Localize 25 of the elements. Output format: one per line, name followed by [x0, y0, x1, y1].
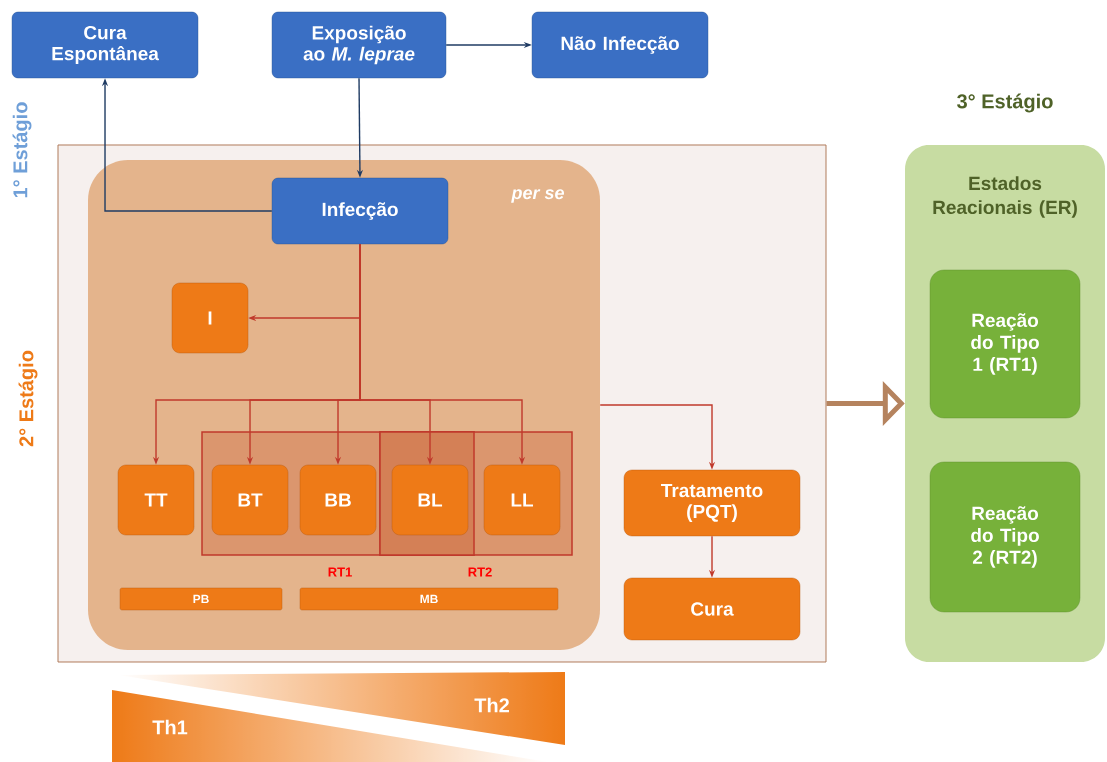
reaction-box: Reação do Tipo 1 (RT1)	[929, 269, 1081, 419]
process-box: Cura	[623, 577, 801, 641]
process-box: BL	[391, 464, 469, 536]
region-label: per se	[511, 189, 564, 203]
th-label: Th2	[474, 697, 509, 713]
process-box: TT	[117, 464, 195, 536]
process-box: Exposição ao M. leprae	[271, 11, 447, 79]
stage-heading: 2° Estágio	[18, 350, 38, 447]
th-label: Th1	[152, 719, 188, 735]
process-box: Não Infecção	[531, 11, 709, 79]
stage-heading: 1° Estágio	[12, 102, 32, 198]
process-box: BT	[211, 464, 289, 536]
stage-heading: 3° Estágio	[957, 93, 1053, 113]
class-bar: MB	[299, 587, 559, 611]
process-box: Tratamento (PQT)	[623, 469, 801, 537]
process-box: Cura Espontânea	[11, 11, 199, 79]
process-box: Infecção	[271, 177, 449, 245]
process-box: I	[171, 282, 249, 354]
panel-title: Estados Reacionais (ER)	[933, 176, 1077, 218]
reaction-label: RT1	[328, 567, 352, 577]
process-box: LL	[483, 464, 561, 536]
reaction-box: Reação do Tipo 2 (RT2)	[929, 461, 1081, 613]
class-bar: PB	[119, 587, 283, 611]
reaction-label: RT2	[468, 567, 492, 577]
process-box: BB	[299, 464, 377, 536]
